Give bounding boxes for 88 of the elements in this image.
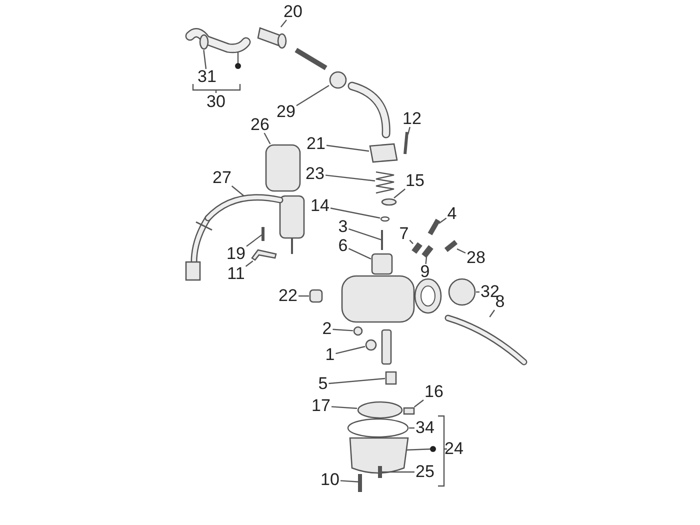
callout-number: 17 [312,397,330,415]
fitting-drawing [257,27,287,49]
leader-line [489,310,495,318]
cover-drawing [369,143,398,163]
pin-drawing [403,407,415,415]
leader-line [264,132,271,144]
wire-drawing [204,194,284,222]
screw-drawing [309,289,323,303]
leader-line [409,427,414,429]
leader-line [425,256,428,264]
callout-number: 31 [198,68,216,86]
leader-line [394,188,406,198]
leader-line [409,240,414,244]
callout-number: 10 [320,471,340,489]
leader-line [340,480,360,482]
nut-drawing [329,71,347,89]
leader-line [328,378,386,384]
cap-drawing [265,144,301,192]
screw-drawing [428,218,440,236]
callout-number: 25 [416,463,434,481]
leader-line [381,471,414,473]
callout-number: 28 [466,249,486,267]
callout-number: 15 [406,172,424,190]
float-drawing [357,401,403,419]
callout-number: 2 [322,320,332,338]
leader-line [246,234,262,247]
screw-drawing [444,240,458,252]
leader-line [348,248,372,260]
washer-drawing [381,198,397,206]
callout-number: 29 [276,103,296,121]
callout-number: 8 [495,293,505,311]
callout-number: 30 [206,93,226,111]
callout-number: 6 [338,237,348,255]
leader-line [331,406,358,409]
leader-line [414,400,424,408]
leader-line [456,248,466,254]
callout-number: 9 [420,263,430,281]
screw-drawing [404,132,408,154]
screw-drawing [358,474,362,492]
callout-number: 12 [402,110,422,128]
spring-drawing [412,242,422,254]
callout-number: 20 [284,3,302,21]
callout-number: 7 [399,225,409,243]
needle-drawing [381,230,383,250]
leader-line [326,144,370,152]
needle-valve-drawing [385,371,397,385]
gasket-drawing [347,418,409,438]
leader-line [298,295,309,297]
leader-line [407,126,410,134]
nut-drawing [353,326,363,336]
leader-line [231,186,244,196]
leader-line [203,50,207,70]
jet-drawing [365,339,377,351]
callout-number: 26 [250,116,270,134]
leader-line [325,174,376,182]
screw-drawing [378,466,382,478]
callout-number: 23 [306,165,324,183]
leader-line [245,260,254,267]
callout-number: 3 [338,218,348,236]
spring-drawing [422,245,434,258]
callout-number: 24 [444,440,464,458]
plate-drawing [448,278,476,306]
callout-number: 5 [318,375,328,393]
callout-number: 21 [306,135,326,153]
leader-line [438,218,447,224]
leader-line [330,208,380,219]
callout-number: 22 [278,287,298,305]
callout-number: 34 [416,419,434,437]
callout-number: 16 [424,383,444,401]
callout-number: 4 [447,205,457,223]
leader-line [476,291,480,293]
tube-drawing [444,314,528,366]
leader-line [336,346,366,354]
clip-drawing [380,216,390,222]
callout-number: 19 [226,245,246,263]
callout-number: 11 [227,265,245,283]
bracket-drawing [251,249,277,261]
screw-drawing [262,227,264,241]
callout-number: 1 [325,346,335,364]
hose-drawing [185,28,251,54]
callout-number: 14 [310,197,330,215]
leader-line [348,228,382,240]
leader-line [332,328,354,332]
leader-line [296,85,330,106]
leader-line [280,20,287,28]
callout-number: 27 [212,169,232,187]
slide-drawing [371,253,393,275]
spring-drawing [375,171,395,194]
